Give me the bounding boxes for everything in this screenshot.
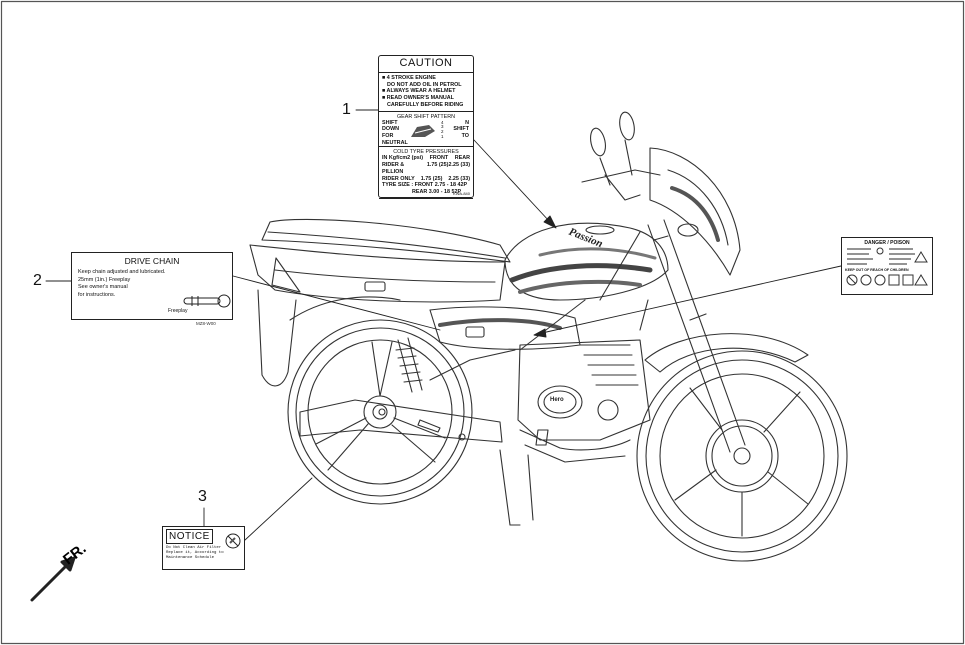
notice-label: NOTICE Do Not Clean Air Filter Replace i… [162, 526, 245, 570]
caution-title: CAUTION [379, 56, 473, 73]
tyre-title: COLD TYRE PRESSURES [393, 148, 459, 155]
handlebar-and-mirrors [581, 111, 661, 201]
caution-line: DO NOT ADD OIL IN PETROL [387, 81, 462, 88]
front-forks [647, 219, 746, 453]
no-cleaning-icon [225, 533, 241, 549]
drive-chain-part-code: MZ8-W00 [196, 321, 216, 326]
rear-shock [395, 337, 423, 393]
drive-chain-line: See owner's manual [78, 284, 128, 291]
gear-left-line: DOWN [382, 126, 400, 133]
callout-3: 3 [198, 488, 207, 505]
caution-warnings: ■ 4 STROKE ENGINE DO NOT ADD OIL IN PETR… [379, 73, 473, 112]
caution-part-code: KWA-840 [453, 191, 470, 196]
callout-2: 2 [33, 272, 42, 289]
gear-digit: 4 [441, 119, 444, 125]
danger-poison-label: DANGER / POISON KEEP OUT OF REACH OF CHI… [841, 237, 933, 295]
freeplay-caption: Freeplay [168, 308, 188, 314]
tyre-header-row: IN Kgf/cm2 (psi) FRONT REAR [382, 155, 470, 162]
danger-symbol-icons [846, 274, 928, 286]
drive-chain-label: DRIVE CHAIN Keep chain adjusted and lubr… [71, 252, 233, 320]
side-stand [417, 419, 549, 526]
tail-and-side-panel [249, 244, 506, 387]
gear-right-line: TO [461, 133, 469, 139]
front-direction-arrow [30, 556, 76, 602]
fuel-tank [504, 222, 699, 301]
drive-chain-line: for instructions. [78, 291, 116, 298]
gear-left-line: FOR [382, 133, 394, 139]
tyre-row-rear: 2.25 (33) [448, 162, 471, 168]
caution-label: CAUTION ■ 4 STROKE ENGINE DO NOT ADD OIL… [378, 55, 474, 199]
callout-1: 1 [342, 101, 351, 118]
notice-line: Maintenance Schedule [166, 556, 215, 561]
swingarm-chain-guard [299, 399, 503, 443]
tyre-row-label: RIDER ONLY [382, 175, 415, 182]
gear-pedal-icon [411, 124, 435, 137]
front-fender [644, 333, 809, 373]
rear-wheel [287, 319, 473, 505]
gear-shift-left: SHIFT DOWN FOR NEUTRAL [382, 120, 408, 147]
tyre-row-front: 1.75 (25) [426, 162, 449, 168]
drive-chain-line: 25mm (1in.) Freeplay [78, 276, 131, 283]
danger-title: DANGER / POISON [864, 240, 910, 246]
chain-freeplay-icon [183, 294, 231, 308]
tyre-size-front: TYRE SIZE : FRONT 2.75 - 18 42P [382, 182, 468, 189]
side-cover [429, 306, 581, 350]
front-wheel [636, 350, 848, 562]
gear-shift-pattern: GEAR SHIFT PATTERN SHIFT DOWN FOR NEUTRA… [379, 112, 473, 147]
drive-chain-line: Keep chain adjusted and lubricated. [78, 269, 166, 276]
gear-digit: 1 [441, 134, 444, 140]
caution-line: CAREFULLY BEFORE RIDING [387, 101, 464, 108]
caution-line: ■ 4 STROKE ENGINE [382, 74, 436, 81]
cold-tyre-pressures: COLD TYRE PRESSURES IN Kgf/cm2 (psi) FRO… [379, 147, 473, 199]
gear-digit: 2 [441, 129, 444, 135]
gear-digit: 3 [441, 124, 444, 130]
leader-lines [45, 109, 842, 541]
tyre-size-rear: REAR 3.00 - 18 52P [412, 189, 462, 195]
engine-brand-logo: Hero [550, 397, 564, 403]
frame [429, 231, 649, 381]
gear-shift-right: N SHIFT TO [453, 120, 469, 140]
tyre-row: RIDER & PILLION 1.75 (25) 2.25 (33) [382, 162, 470, 176]
gear-left-line: NEUTRAL [382, 139, 408, 146]
caution-line: ■ READ OWNER'S MANUAL [382, 95, 454, 101]
tyre-header-front: FRONT [429, 155, 449, 162]
danger-text-lines [847, 247, 928, 265]
tyre-header-unit: IN Kgf/cm2 (psi) [382, 155, 424, 162]
exhaust [519, 429, 631, 463]
gear-right-line: SHIFT [453, 126, 469, 133]
gear-left-line: SHIFT [382, 119, 398, 126]
tyre-row-front: 1.75 (25) [420, 175, 443, 182]
tyre-row: RIDER ONLY 1.75 (25) 2.25 (33) [382, 176, 470, 183]
danger-footer: KEEP OUT OF REACH OF CHILDREN [845, 268, 909, 272]
tyre-row-rear: 2.25 (33) [448, 175, 470, 182]
tyre-header-rear: REAR [454, 155, 470, 162]
gear-shift-title: GEAR SHIFT PATTERN [396, 113, 456, 120]
seat [261, 218, 511, 263]
gear-digits: 4 3 2 1 [441, 119, 444, 141]
engine [517, 339, 651, 441]
rear-fender [289, 296, 401, 321]
tyre-row-label: RIDER & PILLION [382, 162, 405, 175]
notice-line: Replace it, According to [166, 551, 224, 556]
notice-line: Do Not Clean Air Filter [166, 546, 222, 550]
drive-chain-title: DRIVE CHAIN [124, 256, 180, 266]
headlamp-fairing [649, 147, 741, 276]
notice-title: NOTICE [166, 529, 213, 544]
gear-right-line: N [465, 119, 469, 126]
caution-line: ■ ALWAYS WEAR A HELMET [382, 88, 456, 95]
